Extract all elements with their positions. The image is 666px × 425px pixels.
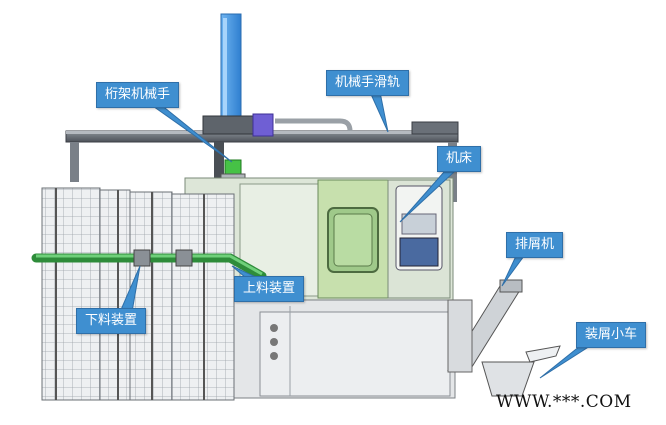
gripper-head xyxy=(220,159,246,181)
callout-robot-rail: 机械手滑轨 xyxy=(326,70,410,96)
callout-machine-tool: 机床 xyxy=(437,146,482,172)
callout-loading-device: 上料装置 xyxy=(234,276,305,302)
watermark: WWW.***.COM xyxy=(496,392,632,412)
callout-gantry-robot: 桁架机械手 xyxy=(96,82,180,108)
callout-chip-conveyor: 排屑机 xyxy=(506,232,564,258)
callout-unloading-device: 下料装置 xyxy=(76,308,147,334)
chip-cart xyxy=(481,345,561,397)
feed-tube xyxy=(31,249,267,281)
chip-conveyor xyxy=(447,279,523,373)
robot-rail xyxy=(65,113,459,143)
gantry-pillar xyxy=(220,13,242,125)
storage-racks xyxy=(41,187,235,401)
callout-chip-cart: 装屑小车 xyxy=(576,322,647,348)
